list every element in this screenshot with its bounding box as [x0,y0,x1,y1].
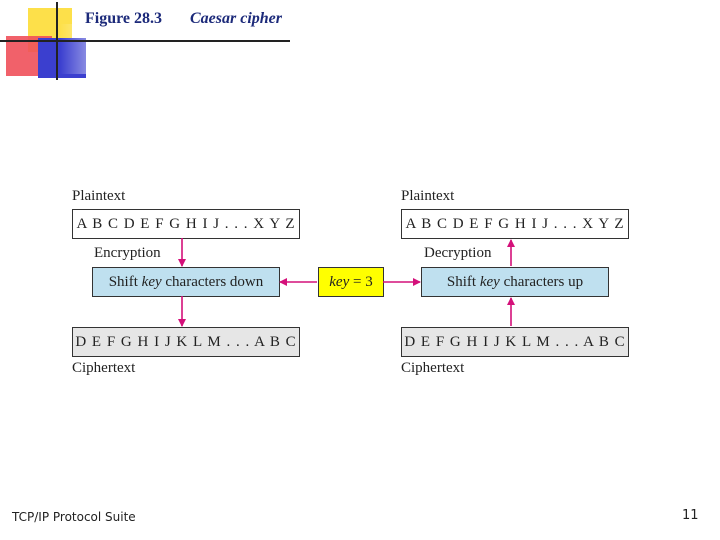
right-ciphertext-label: Ciphertext [401,360,465,376]
shift-up-box: Shift key characters up [421,267,609,297]
key-value: = 3 [349,274,373,290]
right-plaintext-alphabet: A B C D E F G H I J . . . X Y Z [401,209,629,239]
page-number: 11 [682,508,699,523]
shift-down-suffix: characters down [161,274,264,290]
shift-up-suffix: characters up [499,274,584,290]
key-box: key = 3 [318,267,384,297]
shift-up-prefix: Shift [446,274,480,290]
shift-up-key: key [479,274,500,290]
shift-down-key: key [141,274,162,290]
key-name: key [329,274,350,290]
encryption-label: Encryption [94,245,161,261]
figure-title: Caesar cipher [190,10,282,27]
right-ciphertext-alphabet: D E F G H I J K L M . . . A B C [401,327,629,357]
figure-number: Figure 28.3 [85,10,163,27]
footer-title: TCP/IP Protocol Suite [12,510,136,524]
left-plaintext-alphabet: A B C D E F G H I J . . . X Y Z [72,209,300,239]
decor-horizontal-line [0,40,290,42]
left-plaintext-label: Plaintext [72,188,126,204]
left-ciphertext-label: Ciphertext [72,360,136,376]
left-ciphertext-alphabet: D E F G H I J K L M . . . A B C [72,327,300,357]
decryption-label: Decryption [424,245,492,261]
decor-fade [60,24,720,74]
shift-down-prefix: Shift [108,274,142,290]
right-plaintext-label: Plaintext [401,188,455,204]
shift-down-box: Shift key characters down [92,267,280,297]
